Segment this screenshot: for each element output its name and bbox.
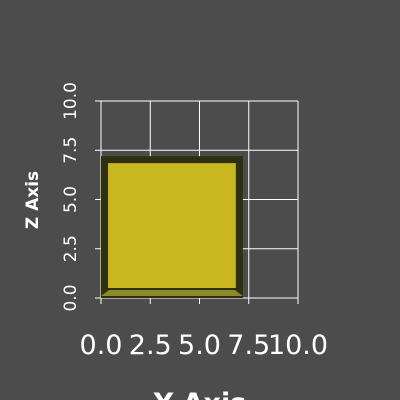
z-tick-label-1: 2.5 [61, 235, 81, 262]
y-tick-label-2: 5.0 [178, 330, 221, 361]
z-tick-label-0: 0.0 [61, 284, 81, 311]
ticks [95, 100, 299, 304]
y-axis-title: Y Axis [153, 388, 247, 400]
box [101, 156, 243, 298]
y-tick-label-0: 0.0 [80, 330, 123, 361]
box-bottom-bevel [101, 290, 243, 296]
box-face [108, 163, 236, 288]
z-tick-label-2: 5.0 [61, 186, 81, 213]
z-tick-label-4: 10.0 [61, 82, 81, 120]
z-axis-title: Z Axis [23, 171, 43, 229]
z-tick-label-3: 7.5 [61, 137, 81, 164]
y-tick-label-4: 10.0 [268, 330, 328, 361]
y-tick-label-1: 2.5 [129, 330, 172, 361]
y-tick-label-3: 7.5 [227, 330, 270, 361]
